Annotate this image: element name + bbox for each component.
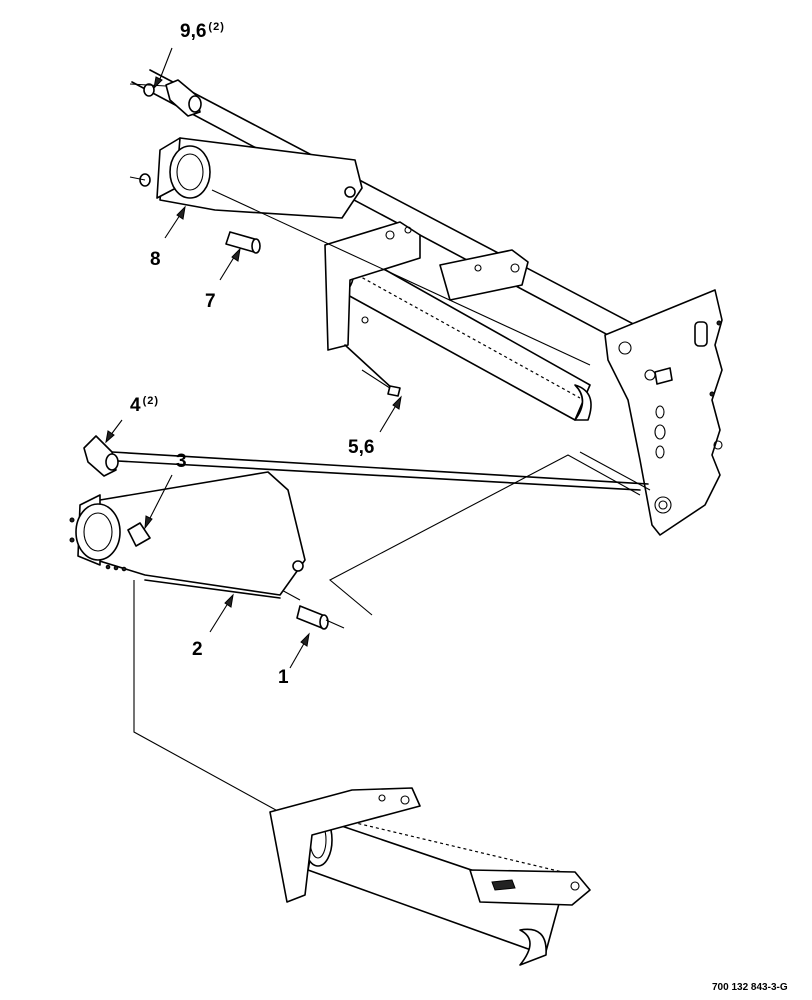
- lower-leader: [133, 580, 286, 816]
- callout-9-6: 9,6(2): [180, 21, 225, 42]
- callout-number: 1: [278, 667, 289, 688]
- callout-qty: (2): [142, 395, 160, 407]
- lower-shaft: [99, 451, 649, 491]
- callout-5-6: 5,6: [348, 438, 374, 457]
- upper-tab-plate: [439, 249, 529, 301]
- callout-number: 4: [130, 395, 141, 416]
- lower-arm: [69, 471, 306, 599]
- callout-number: 8: [150, 249, 161, 270]
- side-plate: [604, 289, 723, 536]
- upper-mount-bracket: [324, 221, 421, 351]
- callout-number: 7: [205, 291, 216, 312]
- callout-number: 3: [176, 451, 187, 472]
- lower-mount-bracket: [269, 787, 421, 903]
- lower-tab-plate: [469, 869, 591, 906]
- upper-spacer: [225, 231, 261, 254]
- callout-7: 7: [205, 292, 216, 311]
- wear-plate: [127, 522, 151, 547]
- callout-number: 5,6: [348, 437, 375, 458]
- upper-pivot-pin: [129, 79, 202, 117]
- lower-spacer: [296, 605, 345, 630]
- callout-qty: (2): [208, 21, 225, 33]
- callout-8: 8: [150, 250, 161, 269]
- callout-4: 4(2): [130, 395, 160, 416]
- upper-arm: [129, 137, 591, 366]
- bolt: [344, 344, 401, 397]
- callout-1: 1: [278, 668, 289, 687]
- lower-pivot-pin: [83, 435, 119, 477]
- callout-2: 2: [192, 640, 203, 659]
- callout-number: 2: [192, 639, 203, 660]
- callout-number: 9,6: [180, 21, 207, 42]
- figure-id: 700 132 843-3-G: [712, 982, 788, 993]
- callout-3: 3: [176, 452, 187, 471]
- callout-arrows: [105, 47, 402, 669]
